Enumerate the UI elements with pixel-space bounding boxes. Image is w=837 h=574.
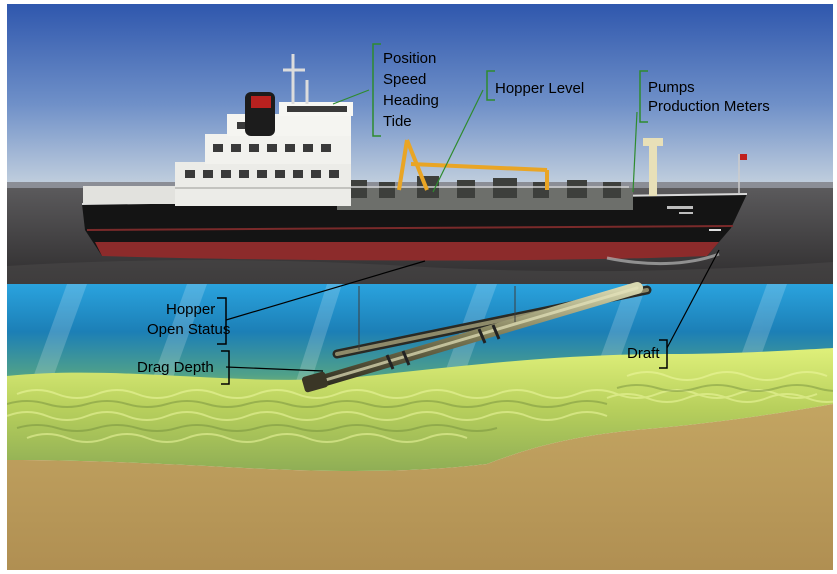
- sky: [7, 4, 833, 186]
- label-production-meters: Production Meters: [648, 98, 770, 115]
- hopper-deck: [337, 188, 633, 210]
- hull-boot-top: [95, 242, 719, 261]
- seabed-dunes: [7, 348, 833, 471]
- label-speed: Speed: [383, 71, 427, 88]
- label-open-status: Open Status: [147, 321, 231, 338]
- label-draft: Draft: [627, 345, 660, 362]
- forward-mast: [649, 144, 657, 196]
- dredger-scene: [7, 4, 833, 570]
- leader-lines: [225, 249, 720, 372]
- drag-head: [301, 371, 329, 393]
- label-position: Position: [383, 50, 437, 67]
- mast: [283, 54, 309, 104]
- green-leader-lines: [332, 89, 638, 193]
- label-hopper: Hopper: [166, 301, 216, 318]
- illustration: [7, 4, 833, 570]
- label-heading: Heading: [383, 92, 439, 109]
- black-brackets: [217, 297, 668, 385]
- dredger-ship: [81, 54, 748, 261]
- sand-seabed: [7, 404, 833, 570]
- label-tide: Tide: [383, 113, 412, 130]
- label-hopper-level: Hopper Level: [495, 80, 585, 97]
- green-brackets: [372, 43, 648, 137]
- label-pumps: Pumps: [648, 79, 695, 96]
- bridge-superstructure: [83, 102, 353, 206]
- label-drag-depth: Drag Depth: [137, 359, 214, 376]
- crane: [397, 139, 549, 191]
